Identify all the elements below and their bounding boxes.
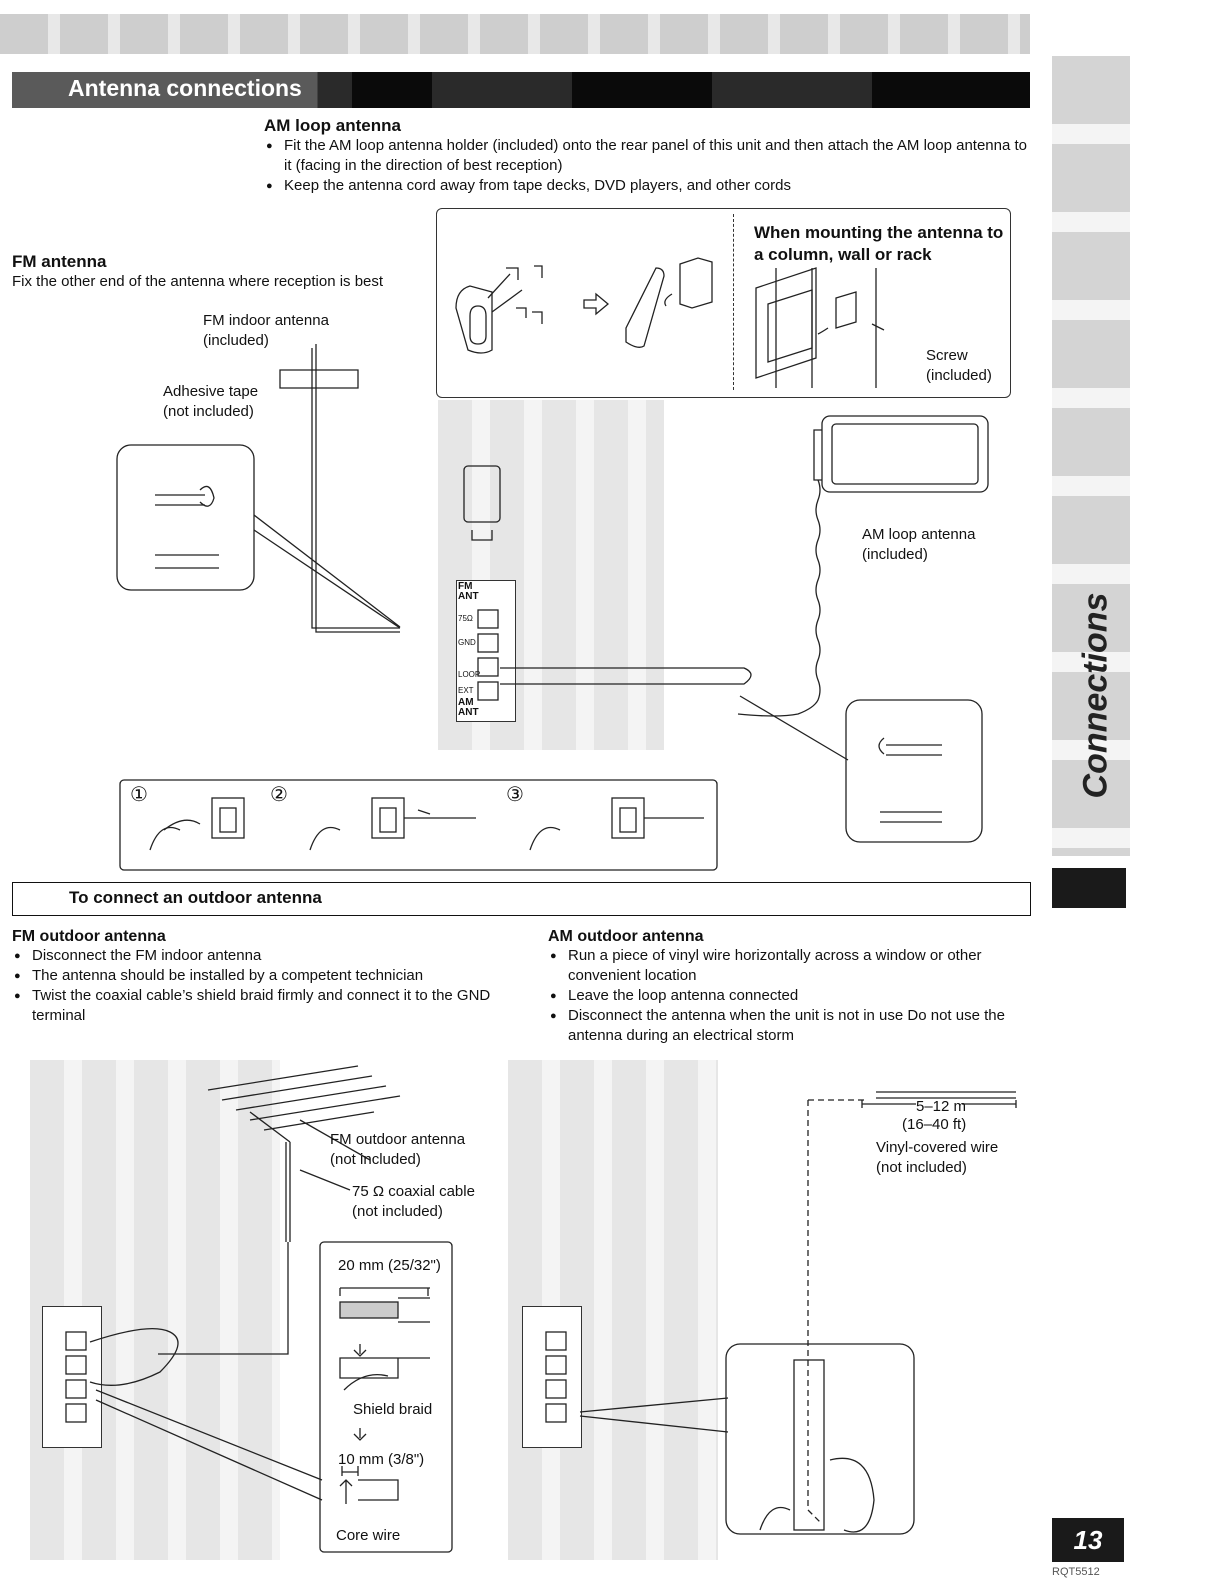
fm-antenna-text: Fix the other end of the antenna where r… [12,273,384,290]
title-bar-block [352,72,432,108]
am-outdoor-heading: AM outdoor antenna [548,928,704,945]
terminal-ext: EXT [458,686,474,695]
fm-outdoor-heading: FM outdoor antenna [12,928,166,945]
am-outdoor-bullet: Run a piece of vinyl wire horizontally a… [548,946,1032,986]
sidebar-marker [1052,868,1126,908]
fm-outdoor-section: FM outdoor antenna Disconnect the FM ind… [12,928,512,1026]
divider [733,214,734,390]
step-1: ① [130,784,148,806]
coax-label: 75 Ω coaxial cable (not included) [352,1183,475,1220]
holder-illustration [455,257,885,388]
terminal-75ohm: 75Ω [458,614,473,623]
fm-outdoor-bullet: Twist the coaxial cable’s shield braid f… [12,986,512,1026]
fm-outdoor-bullets: Disconnect the FM indoor antenna The ant… [12,946,512,1026]
am-loop-label: AM loop antenna (included) [862,526,976,563]
holder-diagram-box [436,208,1011,398]
fm-outdoor-bullet: Disconnect the FM indoor antenna [12,946,512,966]
am-loop-bullet: Keep the antenna cord away from tape dec… [264,176,1032,196]
document-code: RQT5512 [1052,1566,1100,1578]
screw-label: Screw (included) [926,347,992,384]
am-loop-bullets: Fit the AM loop antenna holder (included… [264,136,1032,196]
title-bar-block [872,72,1030,108]
am-outdoor-section: AM outdoor antenna Run a piece of vinyl … [548,928,1032,1046]
terminal-gnd: GND [458,638,476,647]
title-bar-block [572,72,712,108]
wire-length-label: 5–12 m [916,1098,967,1115]
step-2: ② [270,784,288,806]
am-loop-heading: AM loop antenna [264,116,401,135]
am-loop-section: AM loop antenna Fit the AM loop antenna … [264,116,1032,196]
sidebar-label-text: Connections [1076,592,1115,799]
am-outdoor-bullet: Leave the loop antenna connected [548,986,1032,1006]
mounting-heading: When mounting the antenna to a column, w… [754,223,1004,264]
sidebar-section-label: Connections [1060,560,1130,840]
antenna-terminal-block [456,580,516,722]
indoor-antenna-diagram [116,344,989,871]
vinyl-wire-label: Vinyl-covered wire (not included) [876,1139,999,1176]
am-loop-bullet: Fit the AM loop antenna holder (included… [264,136,1032,176]
fm-ant-label: FM ANT [458,581,479,602]
header-band [0,14,1030,54]
outdoor-heading: To connect an outdoor antenna [69,888,322,907]
am-outdoor-bullets: Run a piece of vinyl wire horizontally a… [548,946,1032,1046]
am-terminal-block [522,1306,582,1448]
section-title-bar: Antenna connections [12,72,1030,108]
sidebar-tabs [1052,56,1130,856]
fm-antenna-section: FM antenna Fix the other end of the ante… [12,252,432,292]
fm-terminal-block [42,1306,102,1448]
fm-outdoor-label: FM outdoor antenna (not included) [330,1131,466,1168]
page-title: Antenna connections [68,75,302,101]
outdoor-antenna-diagram [65,1065,1017,1553]
am-ant-label: AM ANT [458,697,479,718]
adhesive-tape-label: Adhesive tape (not included) [163,383,259,420]
wire-length-ft-label: (16–40 ft) [902,1116,967,1133]
am-outdoor-bullet: Disconnect the antenna when the unit is … [548,1006,1032,1046]
terminal-loop: LOOP [458,670,481,679]
fm-indoor-label: FM indoor antenna (included) [203,312,329,349]
step-3: ③ [506,784,524,806]
strip-20mm-label: 20 mm (25/32") [338,1257,441,1274]
core-wire-label: Core wire [336,1527,401,1544]
outdoor-section-header: To connect an outdoor antenna [12,882,1031,916]
fm-antenna-heading: FM antenna [12,252,107,271]
shield-braid-label: Shield braid [353,1401,433,1418]
strip-10mm-label: 10 mm (3/8") [338,1451,425,1468]
fm-outdoor-bullet: The antenna should be installed by a com… [12,966,512,986]
page-number: 13 [1052,1518,1124,1562]
